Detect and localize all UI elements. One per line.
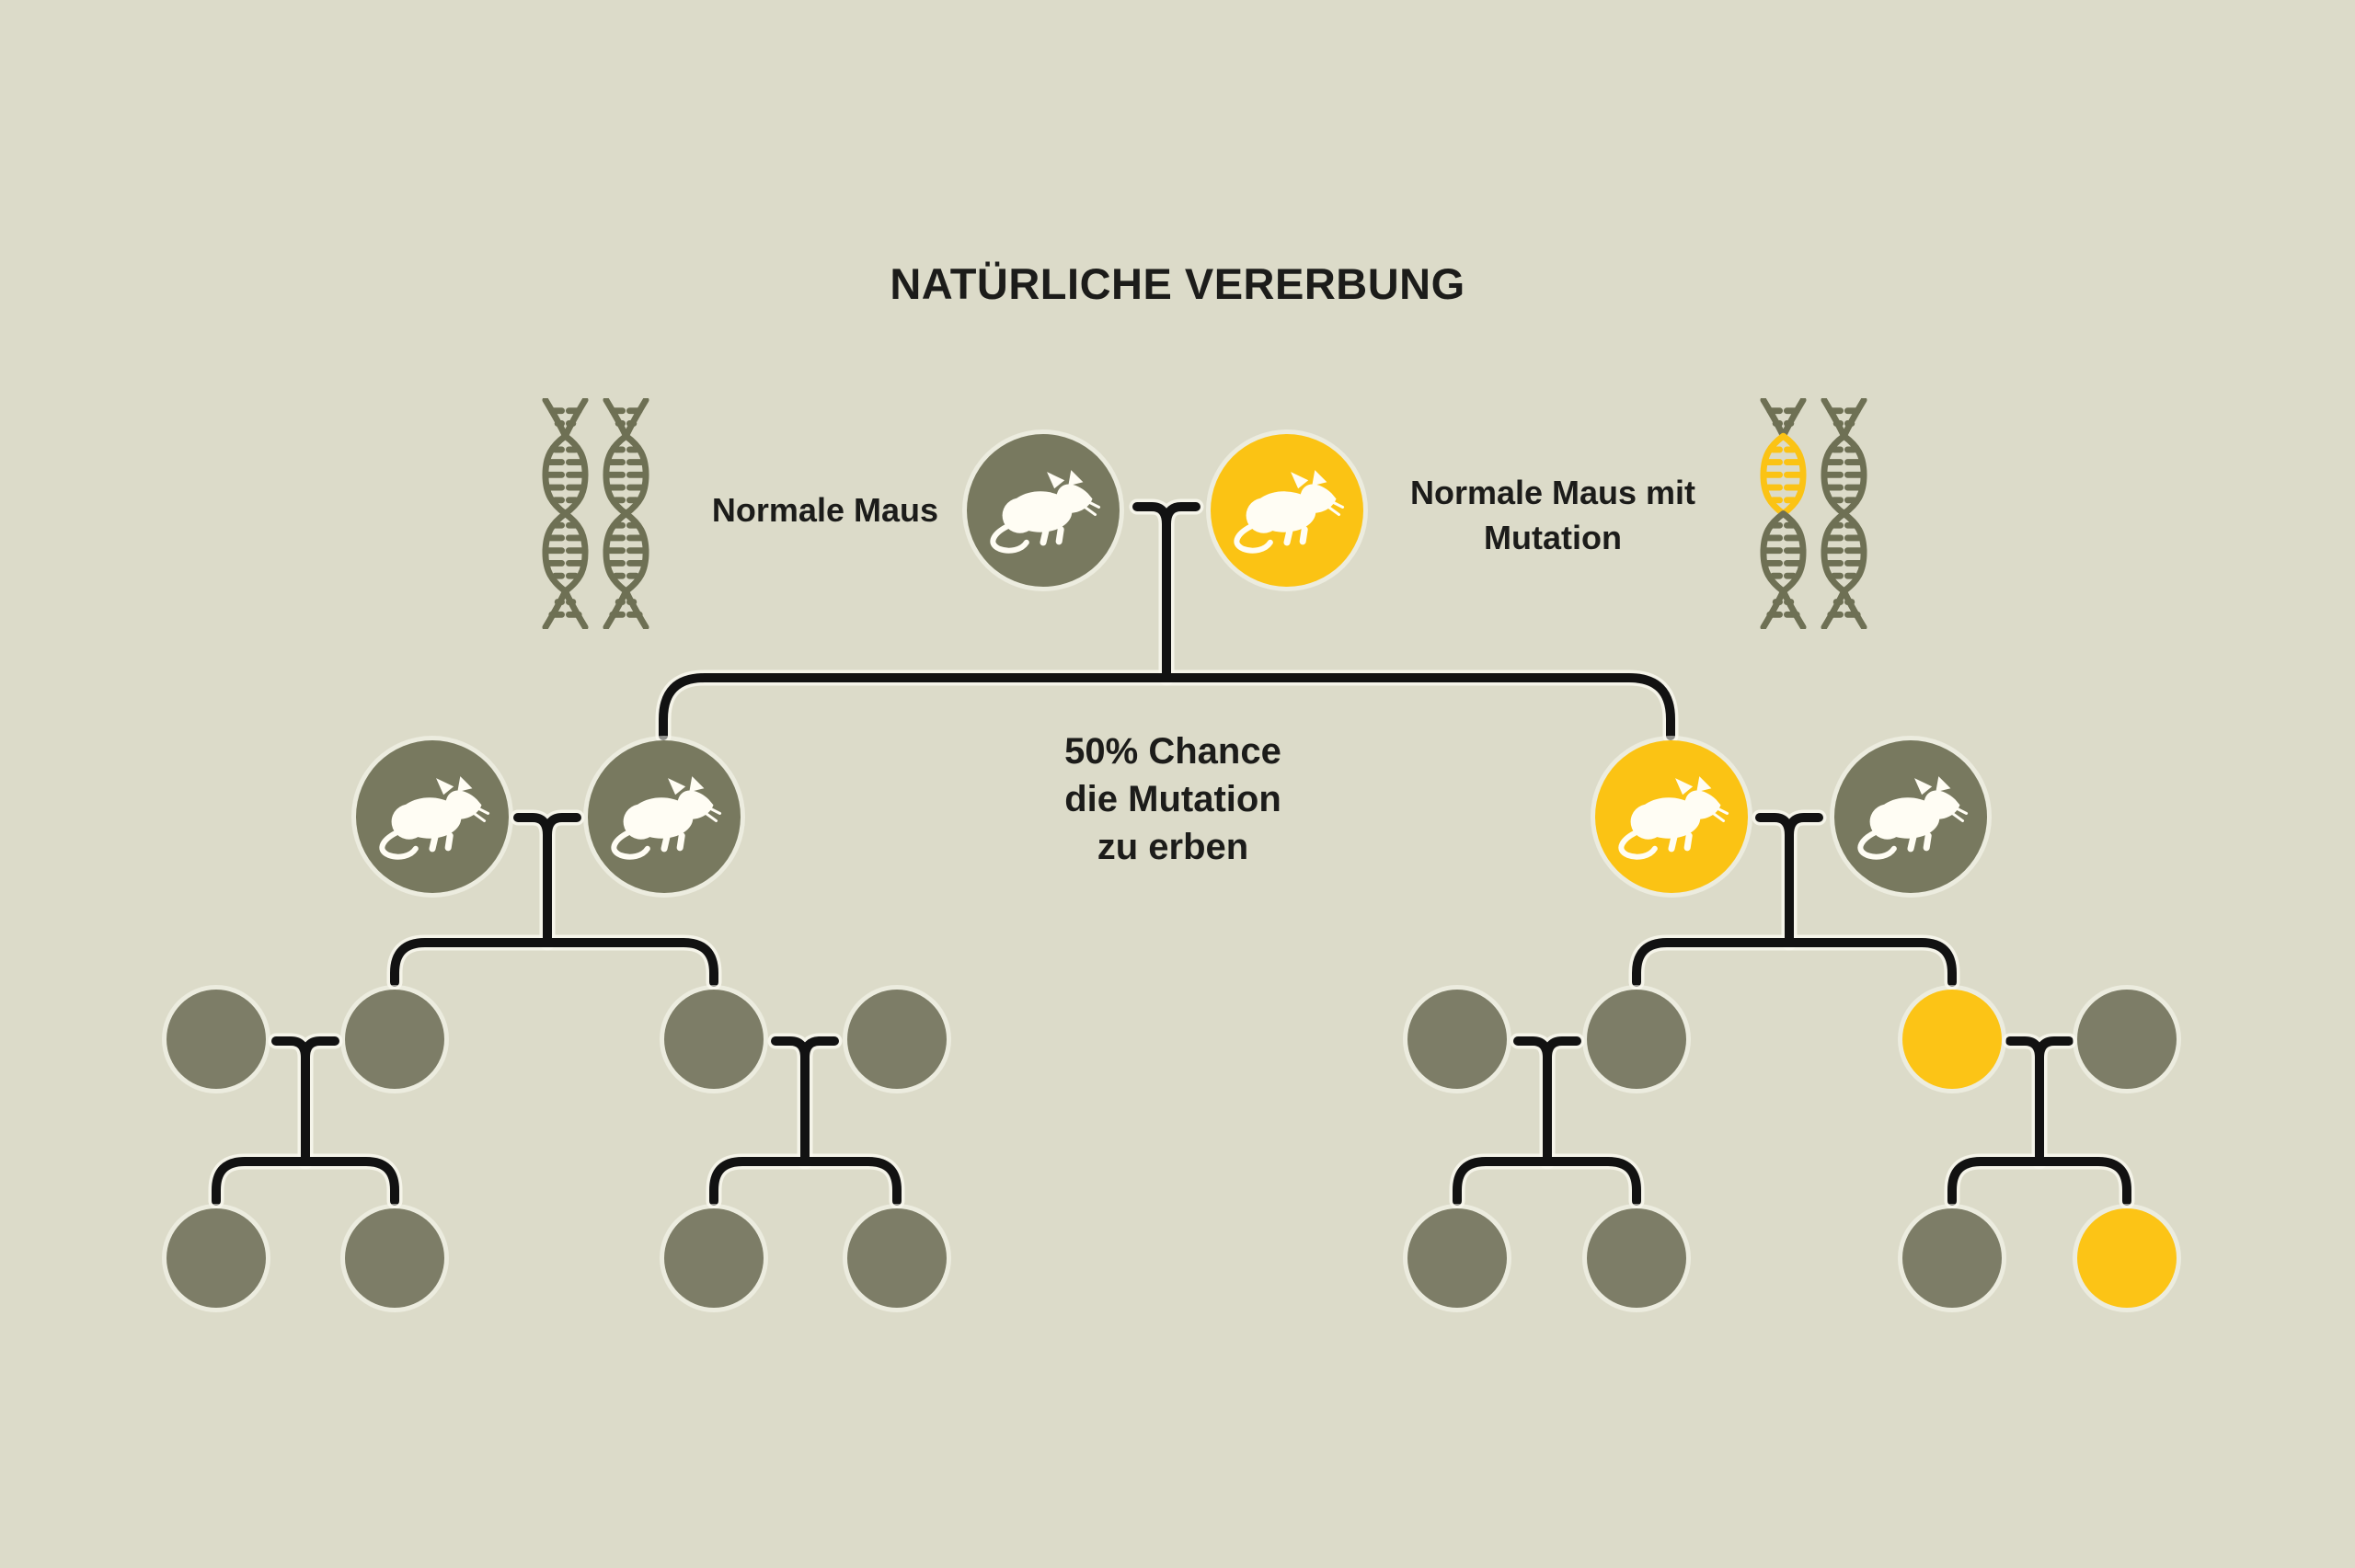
gen4-circle-2 bbox=[345, 1208, 444, 1308]
label-mutant-mouse: Normale Maus mit Mutation bbox=[1378, 470, 1728, 560]
gen3-circle-2 bbox=[345, 990, 444, 1089]
gen4-circle-6 bbox=[1587, 1208, 1686, 1308]
gen3-circle-8 bbox=[2077, 990, 2177, 1089]
mouse-icon bbox=[1226, 462, 1348, 559]
gen3-circle-3 bbox=[664, 990, 764, 1089]
gen4-circle-4 bbox=[847, 1208, 947, 1308]
mouse-icon bbox=[1850, 768, 1971, 865]
gen4-circle-7 bbox=[1902, 1208, 2002, 1308]
gen4-circle-1 bbox=[167, 1208, 266, 1308]
gen2-child-mutant-circle bbox=[1595, 740, 1748, 893]
gen1-normal-mouse-circle bbox=[967, 434, 1120, 587]
gen3-circle-1 bbox=[167, 990, 266, 1089]
label-normal-mouse: Normale Maus bbox=[711, 491, 938, 529]
gen3-circle-4 bbox=[847, 990, 947, 1089]
gen4-circle-5 bbox=[1407, 1208, 1507, 1308]
gen3-circle-6 bbox=[1587, 990, 1686, 1089]
gen3-circle-7 bbox=[1902, 990, 2002, 1089]
gen2-partner-right-circle bbox=[1834, 740, 1987, 893]
gen2-child-left-circle bbox=[588, 740, 741, 893]
gen1-mutant-mouse-circle bbox=[1211, 434, 1363, 587]
dna-pair-mutation-icon bbox=[1758, 398, 1869, 629]
gen4-circle-3 bbox=[664, 1208, 764, 1308]
label-mutant-line2: Mutation bbox=[1484, 519, 1622, 556]
mouse-icon bbox=[982, 462, 1104, 559]
gen4-circle-8 bbox=[2077, 1208, 2177, 1308]
mouse-icon bbox=[372, 768, 493, 865]
mouse-icon bbox=[603, 768, 725, 865]
gen3-circle-5 bbox=[1407, 990, 1507, 1089]
dna-helix-normal-icon bbox=[1819, 398, 1869, 629]
gen2-partner-left-circle bbox=[356, 740, 509, 893]
chance-line2: die Mutation bbox=[1064, 779, 1281, 819]
mouse-icon bbox=[1611, 768, 1732, 865]
inheritance-chance-note: 50% Chance die Mutation zu erben bbox=[998, 727, 1348, 871]
dna-helix-normal-icon bbox=[540, 398, 591, 629]
chance-line1: 50% Chance bbox=[1064, 731, 1281, 772]
dna-helix-mutated-icon bbox=[1758, 398, 1809, 629]
label-mutant-line1: Normale Maus mit bbox=[1409, 474, 1696, 511]
chance-line3: zu erben bbox=[1097, 827, 1249, 867]
page-title: NATÜRLICHE VERERBUNG bbox=[890, 259, 1465, 308]
